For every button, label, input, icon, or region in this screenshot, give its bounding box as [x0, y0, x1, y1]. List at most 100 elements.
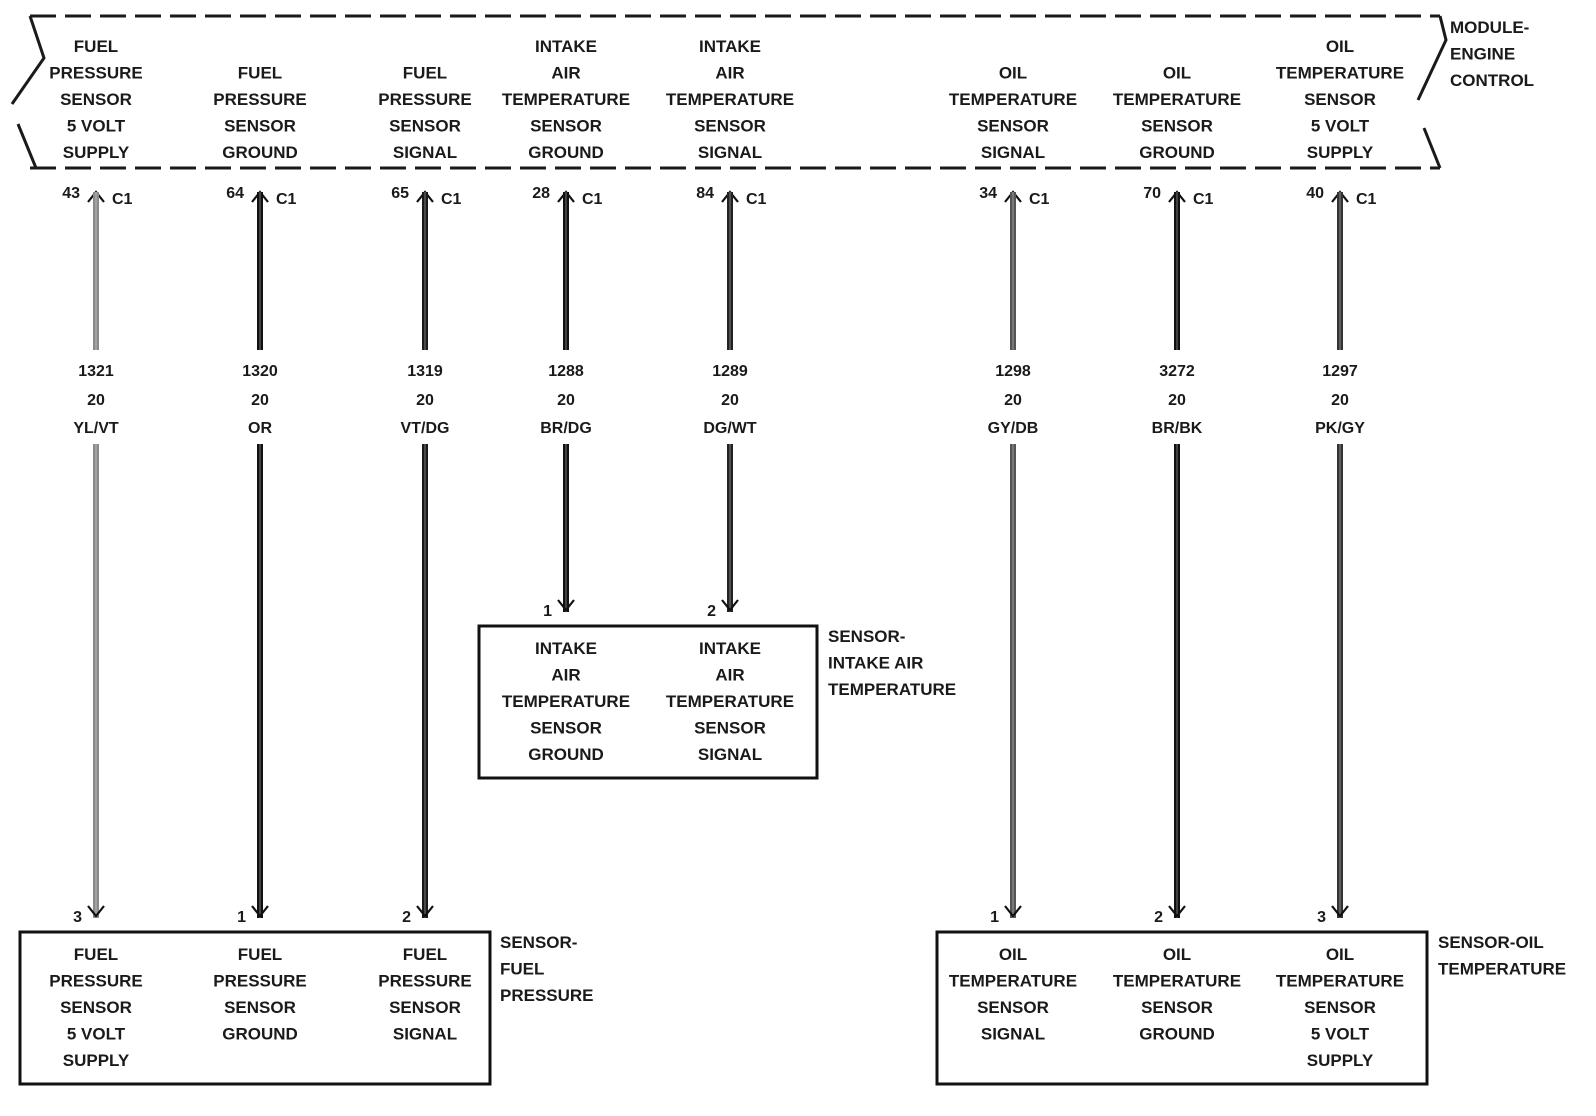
module-pin-label-line: OIL — [1326, 37, 1354, 56]
module-pin-label-line: SIGNAL — [698, 143, 762, 162]
wire-gauge: 20 — [721, 392, 739, 409]
sensor-pin-number: 2 — [1154, 909, 1163, 926]
sensor-name-line: PRESSURE — [500, 986, 594, 1005]
wire-color-code: DG/WT — [703, 420, 757, 437]
wire-color-code: BR/DG — [540, 420, 592, 437]
sensor-pin-label-line: PRESSURE — [49, 972, 143, 991]
module-pin-label-line: INTAKE — [699, 37, 761, 56]
module-pin-label-line: SENSOR — [977, 117, 1049, 136]
sensor-pin-label-line: TEMPERATURE — [1113, 972, 1241, 991]
module-pin-label-line: AIR — [715, 64, 744, 83]
wire-gauge: 20 — [557, 392, 575, 409]
sensor-pin-label-line: OIL — [999, 945, 1027, 964]
sensor-pin-label-line: SIGNAL — [393, 1025, 457, 1044]
sensor-name-line: TEMPERATURE — [828, 680, 956, 699]
module-pin-label-line: SENSOR — [694, 117, 766, 136]
module-pin-label-line: FUEL — [238, 64, 282, 83]
module-pin-label-line: SENSOR — [1304, 90, 1376, 109]
module-pin-label-line: TEMPERATURE — [666, 90, 794, 109]
sensor-pin-label-line: 5 VOLT — [1311, 1025, 1370, 1044]
wires — [87, 190, 1349, 918]
sensor-pin-label-line: PRESSURE — [213, 972, 307, 991]
wire-color-code: VT/DG — [401, 420, 450, 437]
sensor-pin-label-line: SUPPLY — [1307, 1051, 1374, 1070]
sensor-pin-label-line: AIR — [715, 666, 744, 685]
module-pin-label-line: PRESSURE — [378, 90, 472, 109]
sensor-connector-chevron — [1168, 905, 1186, 918]
engine-control-module-outline — [10, 14, 1448, 170]
wire-gauge: 20 — [87, 392, 105, 409]
wire-color-code: GY/DB — [988, 420, 1039, 437]
module-pin-labels: FUEL PRESSURE SENSOR 5 VOLT SUPPLY FUEL PRESSU… — [49, 37, 1404, 162]
wire-gauge: 20 — [251, 392, 269, 409]
wire-color-code: YL/VT — [73, 420, 119, 437]
module-dashed-border — [30, 14, 1440, 170]
module-pin-label-line: GROUND — [1139, 143, 1215, 162]
sensor-name-line: SENSOR- — [500, 933, 577, 952]
module-break-right — [1416, 15, 1448, 169]
sensor-pin-label-line: SIGNAL — [981, 1025, 1045, 1044]
module-pin-label-line: TEMPERATURE — [949, 90, 1077, 109]
wire-gauge: 20 — [1004, 392, 1022, 409]
module-pin-label-line: OIL — [999, 64, 1027, 83]
connector-name: C1 — [582, 191, 603, 208]
sensor-boxes: FUEL PRESSURE SENSOR 5 VOLT SUPPLY FUEL PRESSU… — [18, 624, 1566, 1086]
connector-name: C1 — [1356, 191, 1377, 208]
circuit-number: 1289 — [712, 363, 748, 380]
module-pin-number: 64 — [226, 185, 244, 202]
sensor-pin-label-line: PRESSURE — [378, 972, 472, 991]
sensor-box-outline — [477, 624, 819, 780]
module-pin-label-line: FUEL — [403, 64, 447, 83]
sensor-pin-label-line: FUEL — [403, 945, 447, 964]
module-pin-label-line: SENSOR — [60, 90, 132, 109]
wire-gauge: 20 — [1168, 392, 1186, 409]
module-pin-label-line: 5 VOLT — [67, 117, 126, 136]
module-pin-label-line: SIGNAL — [393, 143, 457, 162]
module-pin-label-line: SUPPLY — [63, 143, 130, 162]
module-pin-label-line: OIL — [1163, 64, 1191, 83]
module-pin-label-line: TEMPERATURE — [1113, 90, 1241, 109]
sensor-pin-label-line: TEMPERATURE — [502, 692, 630, 711]
sensor-pin-label-line: GROUND — [528, 745, 604, 764]
sensor-connector-chevron — [87, 905, 105, 918]
sensor-connector-chevron — [251, 905, 269, 918]
module-pin-label-line: GROUND — [528, 143, 604, 162]
module-pin-label-line: PRESSURE — [49, 64, 143, 83]
module-pin-label-line: AIR — [551, 64, 580, 83]
circuit-number: 3272 — [1159, 363, 1195, 380]
connector-name: C1 — [746, 191, 767, 208]
module-pin-label-line: TEMPERATURE — [1276, 64, 1404, 83]
wire-gauge: 20 — [1331, 392, 1349, 409]
circuit-number: 1321 — [78, 363, 114, 380]
sensor-pin-label-line: SENSOR — [389, 998, 461, 1017]
circuit-number: 1288 — [548, 363, 584, 380]
sensor-name-line: SENSOR-OIL — [1438, 933, 1544, 952]
circuit-number: 1298 — [995, 363, 1031, 380]
sensor-connector-chevron — [416, 905, 434, 918]
module-pin-label-line: FUEL — [74, 37, 118, 56]
module-pin-label-line: SENSOR — [530, 117, 602, 136]
sensor-pin-label-line: TEMPERATURE — [666, 692, 794, 711]
module-pin-label-line: SENSOR — [389, 117, 461, 136]
sensor-pin-number: 2 — [707, 603, 716, 620]
wire-color-code: OR — [248, 420, 272, 437]
sensor-pin-number: 1 — [543, 603, 552, 620]
sensor-pin-label-line: TEMPERATURE — [1276, 972, 1404, 991]
module-pin-label-line: PRESSURE — [213, 90, 307, 109]
sensor-pin-label-line: SENSOR — [224, 998, 296, 1017]
module-pin-number: 43 — [62, 185, 80, 202]
sensor-pin-label-line: INTAKE — [535, 639, 597, 658]
module-break-left — [10, 15, 46, 169]
sensor-pin-label-line: INTAKE — [699, 639, 761, 658]
module-name-line: ENGINE — [1450, 45, 1515, 64]
sensor-pin-label-line: FUEL — [74, 945, 118, 964]
module-pin-label-line: GROUND — [222, 143, 298, 162]
sensor-pin-label-line: SUPPLY — [63, 1051, 130, 1070]
sensor-oil-temp: OILTEMPERATURESENSORSIGNALOILTEMPERATURE… — [935, 930, 1566, 1086]
sensor-pin-label-line: OIL — [1326, 945, 1354, 964]
module-pin-number: 28 — [532, 185, 550, 202]
module-pin-label-line: SENSOR — [224, 117, 296, 136]
sensor-box-outline — [935, 930, 1429, 1086]
module-pin-label-line: SUPPLY — [1307, 143, 1374, 162]
